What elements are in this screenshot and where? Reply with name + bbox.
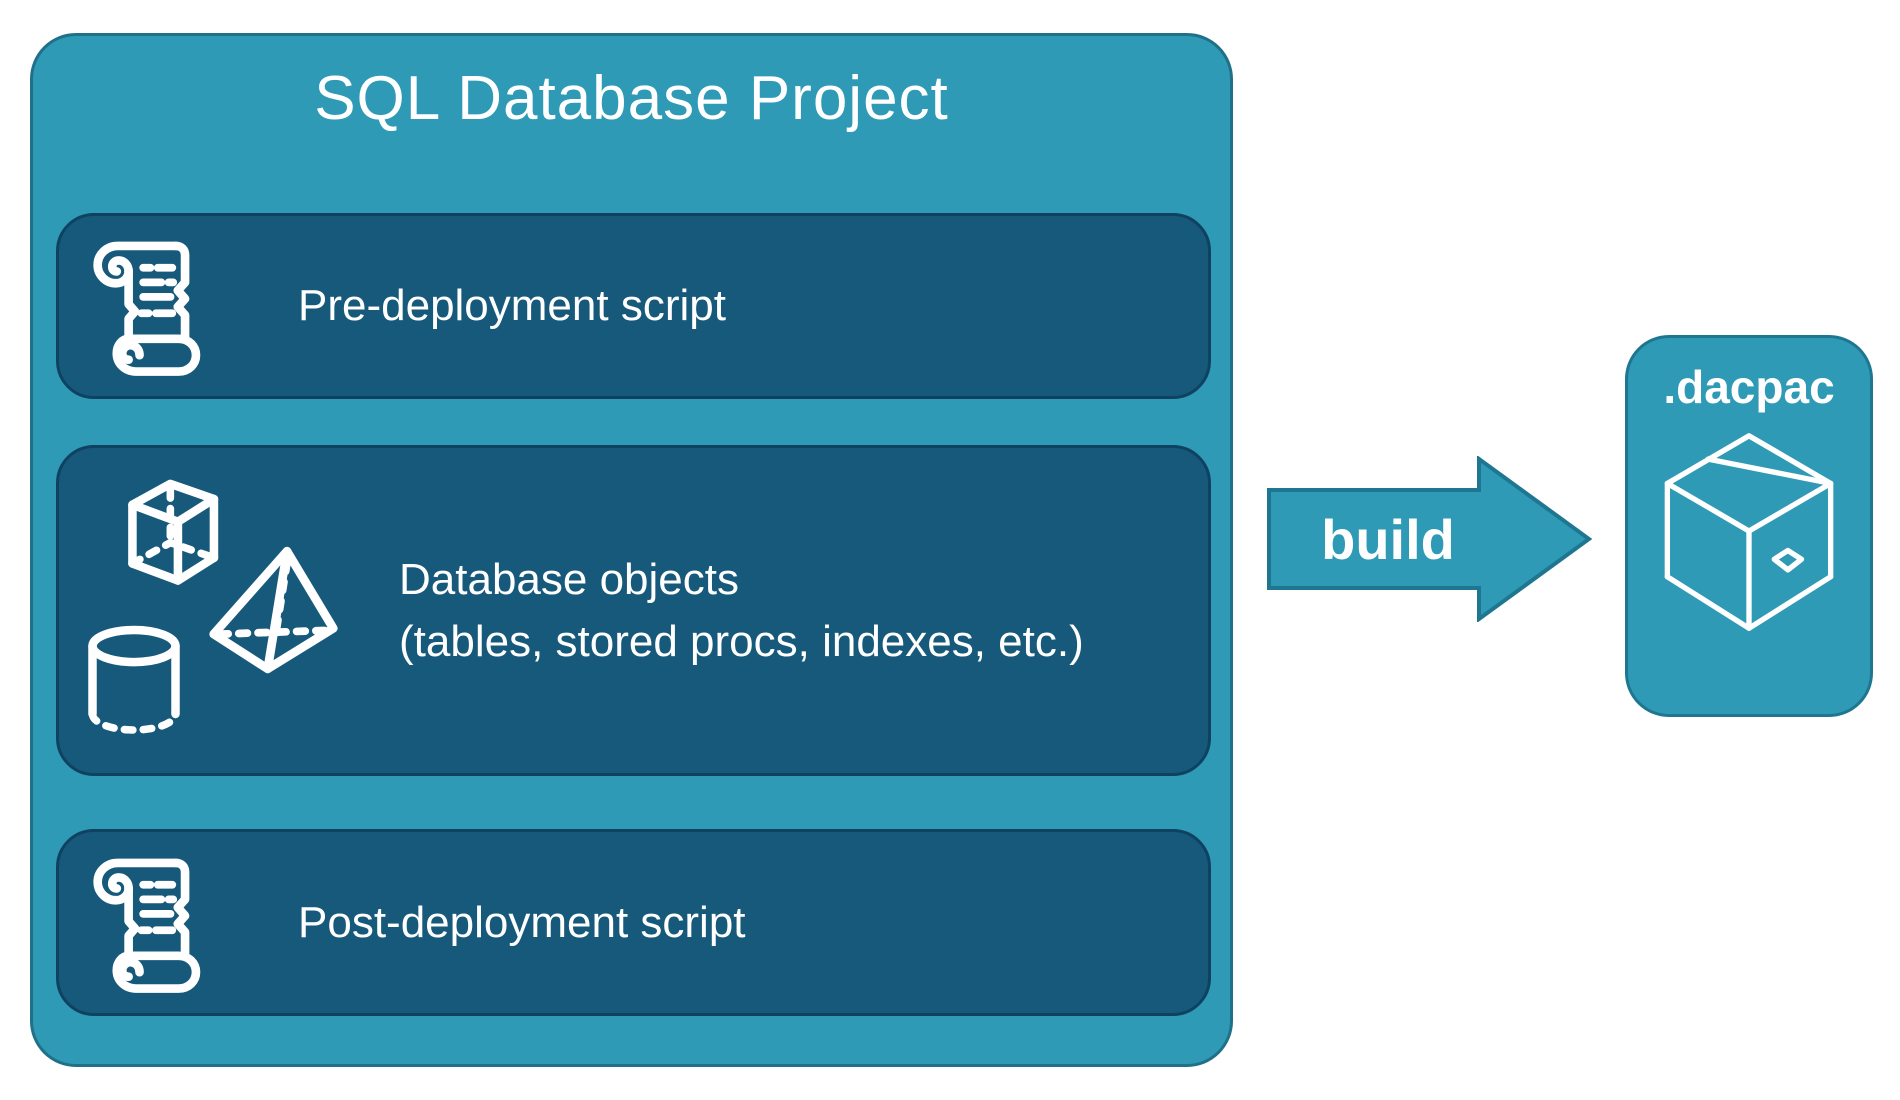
pre-deployment-label: Pre-deployment script (298, 281, 726, 330)
database-objects-label-line2: (tables, stored procs, indexes, etc.) (399, 616, 1084, 666)
database-objects-label: Database objects (tables, stored procs, … (399, 448, 1084, 773)
cube-icon (128, 479, 219, 585)
pre-deployment-script-box: Pre-deployment script (56, 213, 1211, 399)
database-objects-label-line1: Database objects (399, 554, 739, 604)
post-deployment-script-box: Post-deployment script (56, 829, 1211, 1016)
build-arrow-label: build (1321, 507, 1455, 571)
pyramid-icon (209, 546, 338, 674)
scroll-icon (93, 241, 201, 376)
post-deployment-label: Post-deployment script (298, 897, 746, 947)
database-objects-box: Database objects (tables, stored procs, … (56, 445, 1211, 776)
package-icon (1664, 433, 1834, 631)
dacpac-label: .dacpac (1663, 361, 1835, 413)
build-arrow (1267, 456, 1592, 622)
dacpac-output-box: .dacpac (1625, 335, 1873, 717)
project-title: SQL Database Project (314, 63, 949, 133)
sql-database-project-container: SQL Database Project Pr (30, 33, 1233, 1067)
scroll-icon (93, 858, 201, 993)
cylinder-icon (88, 625, 180, 734)
